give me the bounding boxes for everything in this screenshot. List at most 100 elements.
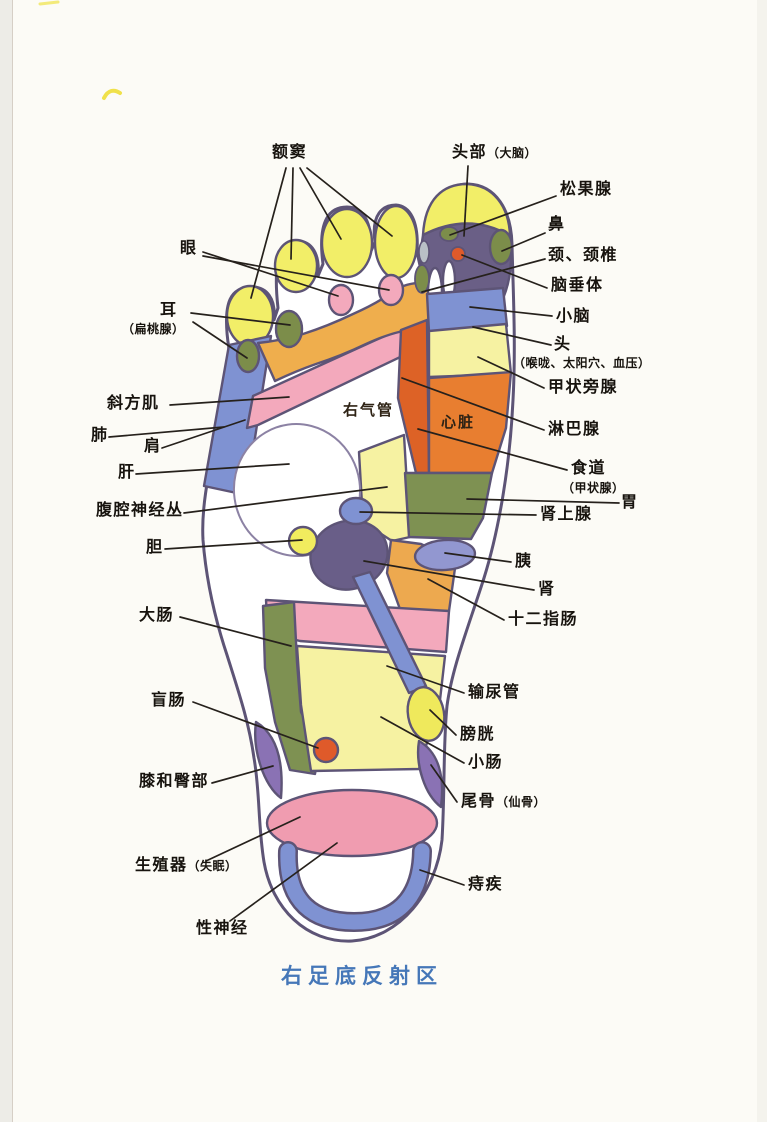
label-adrenal-gland: 肾上腺 (540, 506, 593, 524)
label-text-liver: 肝 (118, 464, 136, 481)
label-text-pancreas: 胰 (515, 553, 533, 570)
zone-stomach (403, 471, 494, 541)
leader-line-small-intestine (380, 716, 465, 764)
label-subtext-genitals-insomnia: （失眠） (187, 859, 238, 873)
leader-line-neck-cervical (421, 258, 546, 293)
label-small-intestine: 小肠 (468, 754, 503, 772)
leader-line-frontal-sinus (306, 167, 393, 237)
page-title: 右足底反射区 (281, 964, 443, 988)
label-text-ureter: 输尿管 (468, 684, 521, 701)
inline-label-right-trachea: 右气管 (343, 403, 395, 419)
label-nose: 鼻 (548, 216, 566, 234)
label-cerebellum: 小脑 (556, 308, 591, 326)
label-subtext-head-throat-temple-bp: （喉咙、太阳穴、血压） (513, 356, 651, 370)
label-celiac-plexus: 腹腔神经丛 (96, 502, 184, 520)
zone-neck-sliver (418, 240, 430, 264)
zone-toe-2 (320, 207, 374, 279)
label-hemorrhoids: 痔疾 (468, 876, 503, 894)
leader-line-ear-tonsil (190, 312, 291, 326)
label-subtext-esophagus-thyroid: （甲状腺） (562, 481, 625, 495)
leader-line-stomach (466, 498, 620, 504)
leader-line-frontal-sinus (299, 167, 342, 240)
leader-line-pancreas (444, 552, 512, 563)
label-text-pituitary: 脑垂体 (551, 277, 604, 294)
leader-line-adrenal-gland (359, 511, 537, 516)
label-text-bladder: 膀胱 (460, 726, 496, 743)
zone-eye-pad-right (377, 273, 405, 307)
label-text-coccyx-sacrum: 尾骨 (461, 793, 497, 810)
label-text-esophagus-thyroid: 食道 (571, 460, 607, 477)
scan-mark-yellow (102, 88, 122, 100)
inline-label-heart: 心脏 (441, 415, 476, 431)
label-text-eye: 眼 (180, 240, 198, 257)
scan-edge-right (757, 0, 767, 1122)
label-text-ear-tonsil: 耳 (160, 302, 178, 319)
leader-line-trapezius (169, 396, 290, 406)
leader-line-sexual-nerve (229, 842, 338, 922)
zone-adrenal (338, 496, 374, 526)
leader-line-parathyroid (477, 356, 545, 389)
leader-line-head-cerebrum (463, 165, 469, 237)
label-text-head-throat-temple-bp: 头 (554, 336, 572, 353)
label-bladder: 膀胱 (460, 726, 495, 744)
label-text-pineal-gland: 松果腺 (560, 181, 613, 198)
label-kidney: 肾 (538, 581, 556, 599)
zone-neck-green (414, 264, 430, 294)
leader-line-ear-tonsil (192, 321, 248, 359)
leader-line-cerebellum (469, 306, 553, 317)
label-text-hemorrhoids: 痔疾 (468, 876, 504, 893)
zone-tonsil-mid (274, 309, 304, 349)
leader-line-kidney (363, 560, 535, 591)
leader-line-lymph-gland (401, 377, 545, 431)
label-text-lymph-gland: 淋巴腺 (548, 421, 601, 438)
leader-line-nose (501, 232, 546, 252)
leader-line-duodenum (427, 578, 505, 621)
label-head-cerebrum: 头部（大脑） (452, 144, 537, 162)
label-neck-cervical: 颈、颈椎 (548, 247, 618, 265)
zone-cecum-dot (312, 736, 340, 764)
label-pituitary: 脑垂体 (551, 277, 604, 295)
label-coccyx-sacrum: 尾骨（仙骨） (461, 793, 546, 811)
leader-line-large-intestine (179, 616, 292, 647)
leader-line-esophagus-thyroid (417, 428, 568, 471)
label-duodenum: 十二指肠 (508, 611, 578, 629)
label-frontal-sinus: 额窦 (272, 144, 307, 162)
leader-line-frontal-sinus (290, 167, 294, 260)
leader-line-liver (135, 463, 290, 475)
leader-line-celiac-plexus (183, 486, 388, 514)
label-cecum: 盲肠 (151, 692, 186, 710)
zone-hemorrhoid-arc (280, 843, 430, 930)
leader-line-pituitary (461, 254, 548, 289)
label-text-cecum: 盲肠 (151, 692, 187, 709)
scan-mark-yellow-top (38, 0, 60, 6)
label-text-neck-cervical: 颈、颈椎 (548, 247, 619, 264)
label-pancreas: 胰 (515, 553, 533, 571)
label-text-duodenum: 十二指肠 (508, 611, 579, 628)
leader-line-genitals-insomnia (205, 816, 301, 862)
label-text-adrenal-gland: 肾上腺 (540, 506, 593, 523)
leader-line-lung (108, 426, 225, 438)
label-text-lung: 肺 (91, 427, 109, 444)
leader-line-shoulder (161, 419, 246, 449)
leader-line-gallbladder (164, 539, 303, 550)
leader-line-coccyx-sacrum (430, 764, 458, 803)
label-text-celiac-plexus: 腹腔神经丛 (96, 502, 184, 519)
label-text-sexual-nerve: 性神经 (196, 920, 249, 937)
label-ear-tonsil: 耳 (160, 302, 178, 320)
label-text-large-intestine: 大肠 (139, 607, 175, 624)
leader-lines (108, 165, 620, 922)
label-text-kidney: 肾 (538, 581, 556, 598)
zone-pineal-spot (439, 226, 459, 242)
label-liver: 肝 (118, 464, 136, 482)
label-gallbladder: 胆 (146, 539, 164, 557)
label-pineal-gland: 松果腺 (560, 181, 613, 199)
zone-bigtoe-frontal-sinus (421, 182, 512, 238)
label-lymph-gland: 淋巴腺 (548, 421, 601, 439)
zone-coccyx (416, 739, 444, 809)
leader-line-pineal-gland (449, 195, 557, 236)
zone-bladder (406, 686, 446, 742)
label-shoulder: 肩 (144, 438, 162, 456)
label-subtext-coccyx-sacrum: （仙骨） (496, 795, 547, 809)
label-text-shoulder: 肩 (144, 438, 162, 455)
